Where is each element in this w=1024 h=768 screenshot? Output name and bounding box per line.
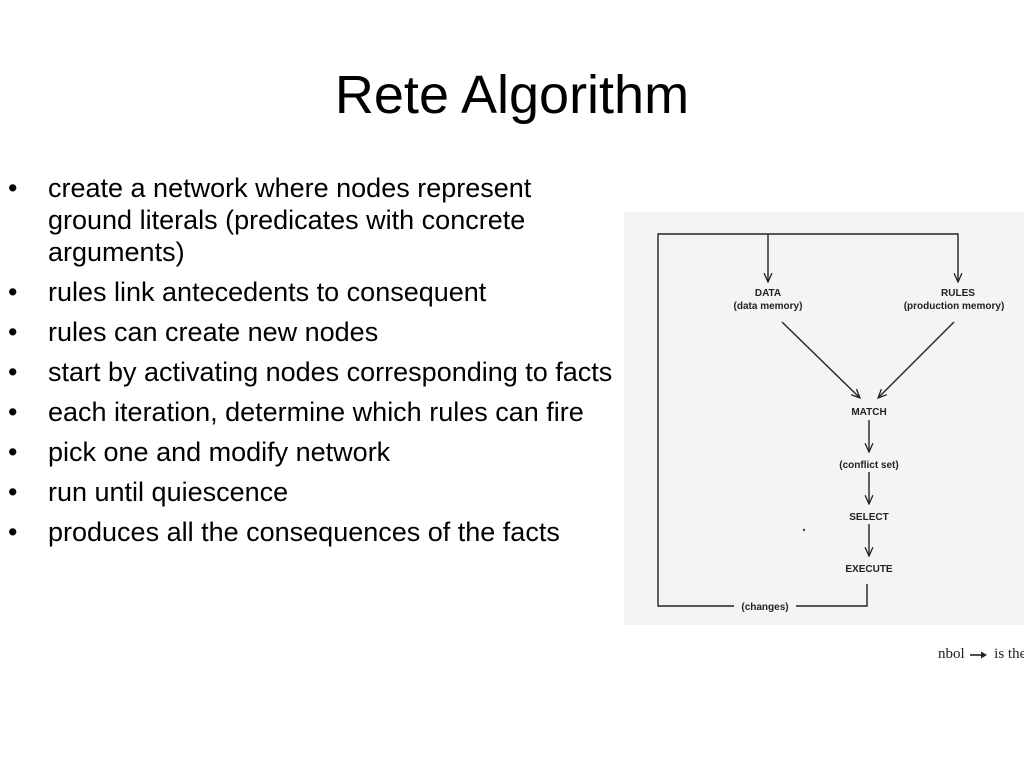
execute-label: EXECUTE (845, 564, 893, 575)
right-arrow-icon (970, 651, 988, 659)
conflict-set-label: (conflict set) (839, 460, 898, 471)
caption-right-text: is the (994, 646, 1024, 662)
bullet-item: • rules link antecedents to consequent (8, 276, 620, 308)
bullet-item: • produces all the consequences of the fa… (8, 516, 620, 548)
data-to-match-arrow (781, 321, 860, 398)
select-label: SELECT (849, 512, 888, 523)
bullet-text: rules can create new nodes (48, 317, 379, 347)
bullet-item: • each iteration, determine which rules c… (8, 396, 620, 428)
feedback-loop-arrow (657, 233, 958, 607)
bullet-text: run until quiescence (48, 477, 289, 507)
bullet-text: produces all the consequences of the fac… (48, 517, 560, 547)
rete-flow-diagram-svg: DATA (data memory) RULES (production mem… (624, 212, 1024, 625)
rules-to-match-arrow (878, 321, 955, 398)
bullet-item: • run until quiescence (8, 476, 620, 508)
bullet-text: rules link antecedents to consequent (48, 277, 487, 307)
rete-flow-diagram: DATA (data memory) RULES (production mem… (624, 212, 1024, 625)
bullet-item: • create a network where nodes represent … (8, 172, 620, 268)
bullet-list: • create a network where nodes represent … (8, 172, 620, 556)
bullet-text: each iteration, determine which rules ca… (48, 397, 584, 427)
bullet-dot: • (8, 397, 18, 427)
bullet-dot: • (8, 173, 18, 203)
match-label: MATCH (851, 407, 886, 418)
bullet-item: • start by activating nodes corresponding… (8, 356, 620, 388)
rules-sublabel: (production memory) (904, 301, 1005, 312)
bullet-item: • pick one and modify network (8, 436, 620, 468)
bullet-dot: • (8, 317, 18, 347)
bullet-dot: • (8, 437, 18, 467)
bullet-dot: • (8, 517, 18, 547)
bullet-dot: • (8, 477, 18, 507)
rules-label: RULES (941, 288, 975, 299)
bullet-text: pick one and modify network (48, 437, 391, 467)
scan-speck (802, 528, 806, 532)
bullet-text: create a network where nodes represent g… (48, 173, 532, 267)
changes-line-right (796, 584, 868, 607)
bullet-text: start by activating nodes corresponding … (48, 357, 613, 387)
caption-fragment: nbol is the (938, 646, 1024, 668)
data-label: DATA (755, 288, 781, 299)
scan-background (624, 212, 1024, 625)
bullet-dot: • (8, 277, 18, 307)
data-sublabel: (data memory) (734, 301, 803, 312)
bullet-dot: • (8, 357, 18, 387)
slide-title: Rete Algorithm (334, 65, 690, 125)
changes-label: (changes) (741, 602, 788, 613)
bullet-item: • rules can create new nodes (8, 316, 620, 348)
caption-left-text: nbol (938, 646, 965, 662)
